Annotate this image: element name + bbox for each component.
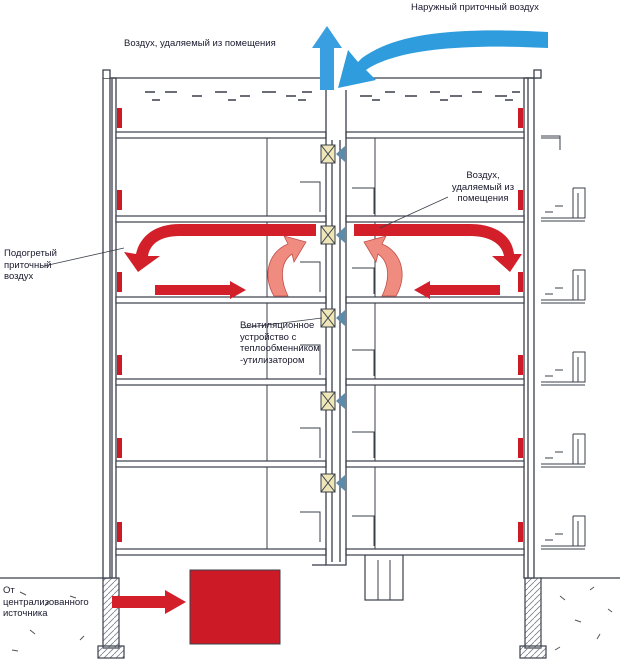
balcony xyxy=(541,269,586,304)
heated-supply-air-label: Подогретый приточный воздух xyxy=(4,248,57,282)
exhaust-air-arrow xyxy=(312,26,342,90)
balcony xyxy=(541,351,586,386)
balcony xyxy=(541,515,586,550)
outdoor-air-label: Наружный приточный воздух xyxy=(411,2,539,13)
cross-box-icon xyxy=(320,225,336,245)
cross-box-icon xyxy=(320,308,336,328)
balconies xyxy=(541,135,586,550)
balcony xyxy=(541,187,586,222)
central-source-label: От централизованного источника xyxy=(3,585,89,619)
exhaust-air-top-label: Воздух, удаляемый из помещения xyxy=(124,38,276,49)
triangle-grille-icon xyxy=(336,310,345,326)
triangle-grille-icon xyxy=(336,227,345,243)
heat-exchanger-units xyxy=(320,144,336,493)
ventilation-unit-label: Вентиляционное устройство с теплообменни… xyxy=(240,320,320,366)
triangle-grille-icon xyxy=(336,146,345,162)
cross-box-icon xyxy=(320,144,336,164)
outdoor-air-arrow xyxy=(338,30,548,88)
foundation xyxy=(97,554,547,659)
ground xyxy=(0,577,620,652)
recirculation-arrows xyxy=(267,235,403,297)
cross-box-icon xyxy=(320,473,336,493)
triangle-grille-icon xyxy=(336,393,345,409)
exhaust-grilles xyxy=(336,146,345,491)
interior-partitions xyxy=(266,138,376,549)
heated-supply-arrows xyxy=(112,224,522,614)
triangle-grille-icon xyxy=(336,475,345,491)
floor-slabs xyxy=(115,131,525,556)
cross-box-icon xyxy=(320,391,336,411)
central-heating-unit xyxy=(189,569,281,645)
exhaust-air-room-label: Воздух, удаляемый из помещения xyxy=(451,170,515,204)
leader-lines xyxy=(43,196,449,329)
building-walls xyxy=(102,69,542,579)
roof-insulation xyxy=(145,91,520,101)
radiators xyxy=(117,108,523,542)
balcony xyxy=(541,433,586,468)
